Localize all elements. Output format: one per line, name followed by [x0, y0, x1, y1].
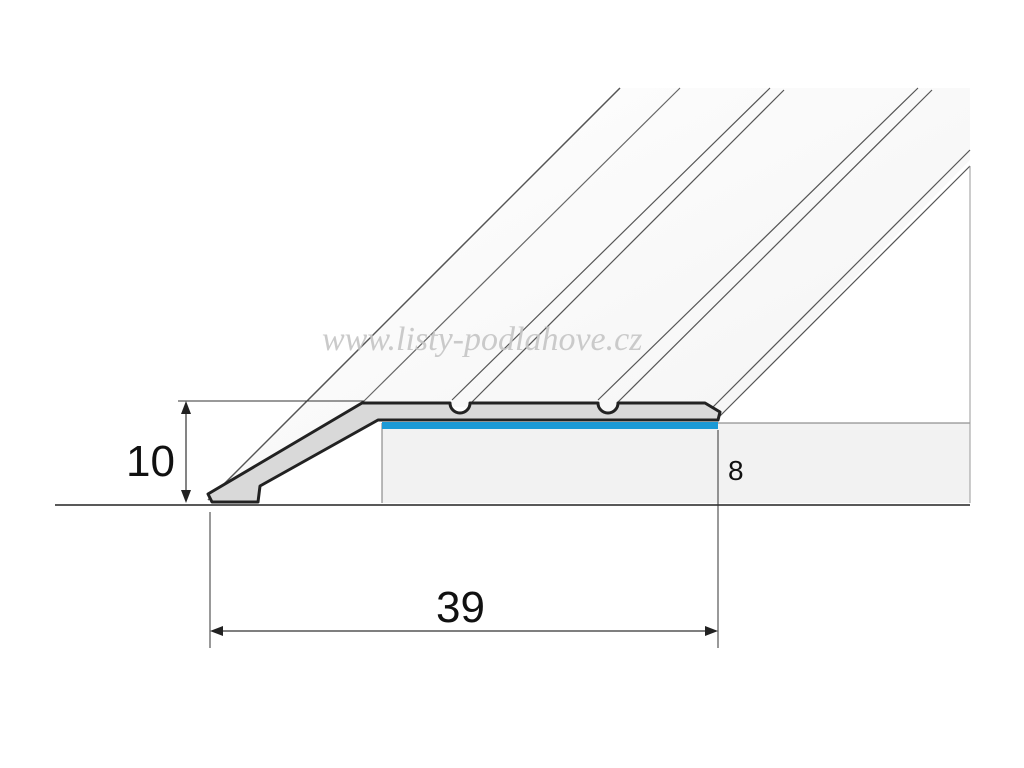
groove-line: [617, 89, 933, 403]
adhesive-tape: [382, 422, 718, 429]
height-label: 10: [126, 437, 175, 486]
profile-surface-perspective: [207, 87, 971, 501]
groove-line: [451, 87, 771, 401]
profile-cross-section: [206, 401, 722, 504]
strip-edge-right: [703, 149, 971, 417]
strip-edge-right: [717, 165, 971, 419]
strip-edge-left: [207, 87, 621, 501]
watermark-text: www.listy-podlahove.cz: [322, 321, 642, 358]
groove-line: [471, 89, 785, 403]
groove-line: [597, 87, 919, 401]
strip-edge-slope: [361, 87, 681, 404]
height-dimension: 10: [126, 400, 364, 503]
floor-block: [381, 166, 971, 503]
width-label: 39: [436, 583, 485, 632]
width-dimension: 39: [209, 430, 719, 648]
floor-thickness-label: 8: [728, 455, 744, 486]
